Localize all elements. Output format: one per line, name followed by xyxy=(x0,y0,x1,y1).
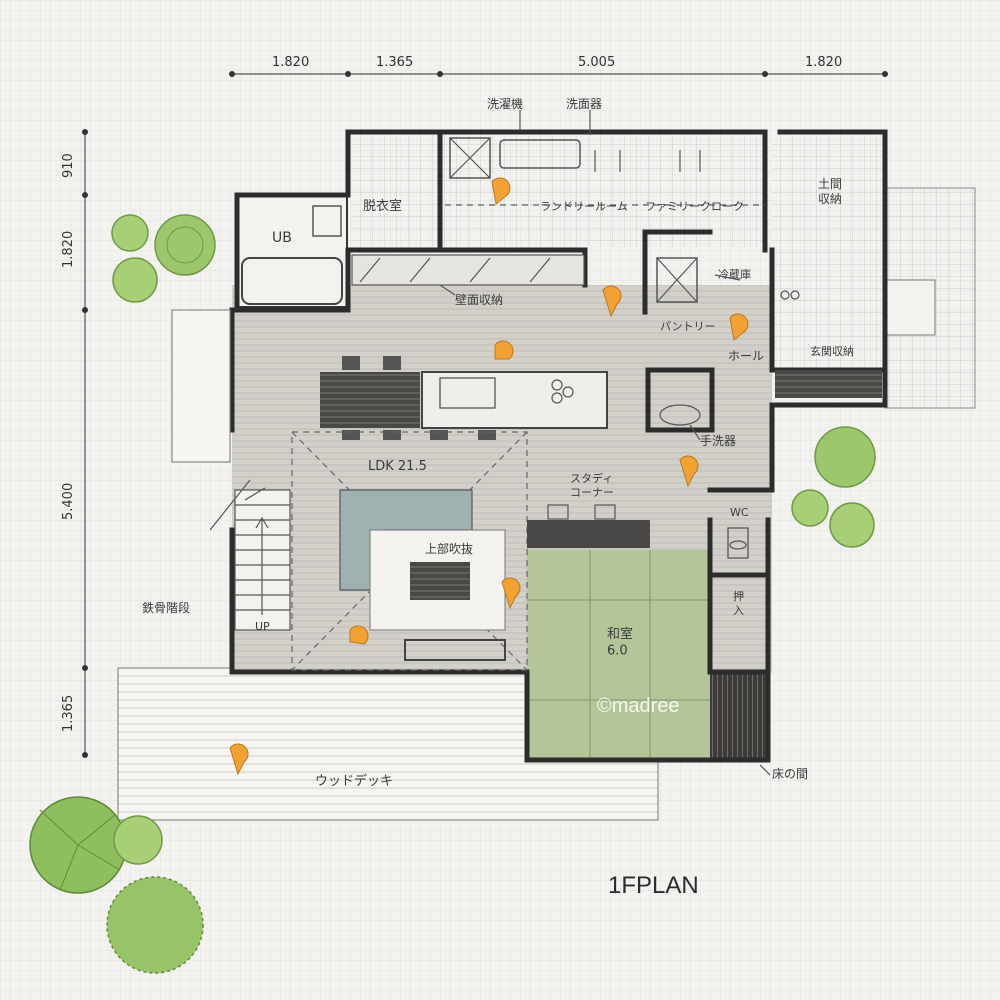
label-dressing-room: 脱衣室 xyxy=(363,198,402,214)
steel-stairs-symbol xyxy=(209,479,291,631)
tree-icon xyxy=(154,214,216,276)
dim-top-1: 1.820 xyxy=(272,55,309,70)
entrance-storage-unit xyxy=(775,370,882,398)
camera-viewpoint-icon xyxy=(491,177,511,205)
bar-stools xyxy=(342,356,496,440)
bathtub xyxy=(241,257,343,305)
viewpoint-markers xyxy=(229,177,749,776)
camera-viewpoint-icon xyxy=(229,743,249,776)
dim-left-4: 1.365 xyxy=(61,695,76,732)
label-dirt-floor-storage: 土間収納 xyxy=(818,177,842,206)
label-wood-deck: ウッドデッキ xyxy=(315,773,393,789)
bath-fixture xyxy=(312,205,342,237)
label-laundry-room: ランドリールーム xyxy=(540,200,628,213)
label-hall: ホール xyxy=(728,349,764,363)
tree-icon xyxy=(112,257,158,303)
coffee-table xyxy=(410,562,470,600)
study-counter xyxy=(527,520,650,548)
label-tokonoma: 床の間 xyxy=(772,767,808,781)
bath-room xyxy=(236,194,348,308)
study-chair xyxy=(594,504,616,520)
dirt-floor-tiles xyxy=(772,135,884,367)
tree-icon xyxy=(106,876,204,974)
kitchen-island xyxy=(421,371,608,429)
label-study-corner: スタディコーナー xyxy=(570,471,614,499)
trees xyxy=(29,214,876,974)
entrance-step xyxy=(884,279,936,336)
label-hand-wash: 手洗器 xyxy=(700,434,736,448)
stove-burner xyxy=(551,392,563,404)
hand-wash-basin xyxy=(659,404,701,426)
tv-board xyxy=(404,639,506,661)
kitchen-sink xyxy=(439,377,496,409)
label-washbasin: 洗面器 xyxy=(566,97,602,111)
tree-icon xyxy=(791,489,829,527)
label-up: UP xyxy=(255,620,270,633)
tree-icon xyxy=(111,214,149,252)
outside-slab xyxy=(171,309,231,463)
walls xyxy=(229,129,888,763)
dim-top-2: 1.365 xyxy=(376,55,413,70)
watermark: ©madree xyxy=(597,695,680,717)
fridge-symbol xyxy=(656,257,698,303)
dim-top-3: 5.005 xyxy=(578,55,615,70)
stove-burner xyxy=(551,379,563,391)
label-wc: WC xyxy=(730,506,749,519)
laundry-floor xyxy=(350,135,765,247)
tree-icon xyxy=(814,426,876,488)
dimension-lines xyxy=(82,71,888,758)
label-bath: UB xyxy=(272,230,292,246)
camera-viewpoint-icon xyxy=(494,340,514,360)
washing-machine-symbol xyxy=(449,137,491,179)
label-ldk: LDK 21.5 xyxy=(368,459,427,474)
camera-viewpoint-icon xyxy=(679,455,699,488)
stove-burner xyxy=(562,386,574,398)
camera-viewpoint-icon xyxy=(501,577,521,610)
camera-viewpoint-icon xyxy=(729,313,749,341)
tatami-lines xyxy=(527,550,711,760)
label-steel-stairs: 鉄骨階段 xyxy=(142,600,190,615)
wall-storage-unit xyxy=(351,254,585,286)
label-wall-storage: 壁面収納 xyxy=(455,292,503,307)
dim-left-2: 1.820 xyxy=(61,231,76,268)
camera-viewpoint-icon xyxy=(602,285,622,318)
dim-top-4: 1.820 xyxy=(805,55,842,70)
label-void-above: 上部吹抜 xyxy=(425,541,473,556)
washbasin-counter xyxy=(499,139,581,169)
tatami-room-floor xyxy=(527,550,711,760)
camera-viewpoint-icon xyxy=(349,625,369,645)
label-family-closet: ファミリークローク xyxy=(645,200,744,213)
label-pantry: パントリー xyxy=(660,320,716,333)
toilet-symbol xyxy=(727,527,749,559)
kitchen-back-counter xyxy=(320,372,420,428)
tokonoma-floor xyxy=(710,672,768,758)
label-oshiire: 押入 xyxy=(733,589,744,617)
dim-left-3: 5.400 xyxy=(61,483,76,520)
plan-title: 1FPLAN xyxy=(608,872,699,899)
label-entrance-storage: 玄関収納 xyxy=(810,344,854,358)
label-washer: 洗濯機 xyxy=(487,96,523,111)
tree-icon xyxy=(113,815,163,865)
dim-left-1: 910 xyxy=(61,153,76,178)
study-chair xyxy=(547,504,569,520)
tree-icon xyxy=(829,502,875,548)
